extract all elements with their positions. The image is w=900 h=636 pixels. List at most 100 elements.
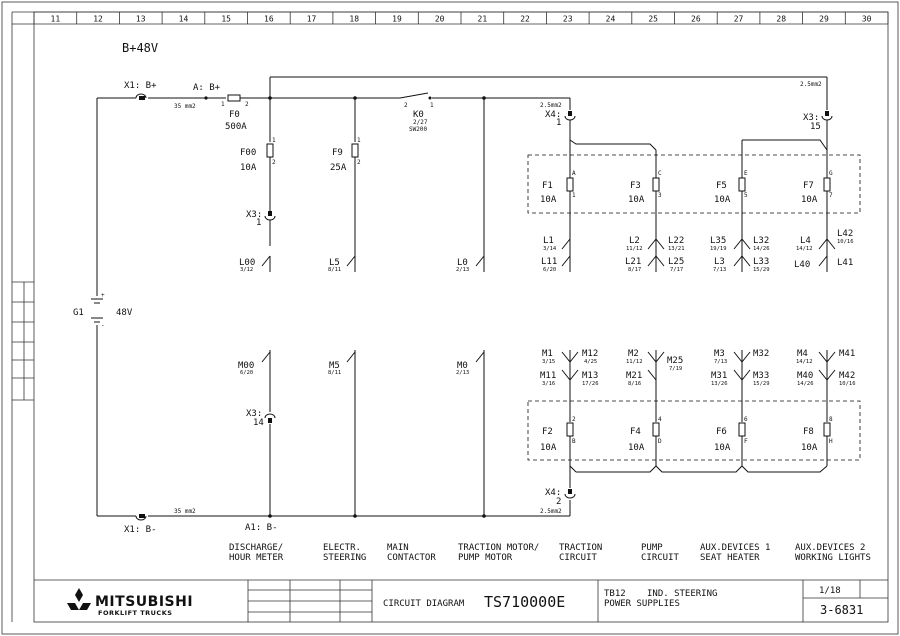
connector-x4-2: X4: 2	[545, 488, 576, 507]
fuse-f0-rating: 500A	[225, 122, 247, 132]
sheet-number: 1/18	[819, 586, 841, 596]
connector-l1: L1	[543, 236, 554, 246]
connector-l0: L0	[457, 258, 468, 268]
svg-text:7/13: 7/13	[714, 359, 727, 365]
svg-text:14: 14	[253, 418, 264, 428]
column-number: 14	[179, 15, 189, 24]
connector-m11: M11	[540, 371, 556, 381]
svg-text:2/27: 2/27	[413, 119, 428, 126]
svg-text:4/25: 4/25	[584, 359, 597, 365]
battery-g1-label: G1	[73, 308, 84, 318]
svg-text:FORKLIFT TRUCKS: FORKLIFT TRUCKS	[98, 609, 172, 617]
svg-text:B: B	[572, 438, 576, 445]
fuse-f1-rating: 10A	[540, 195, 557, 205]
branch-main-contactor	[475, 98, 485, 516]
fuse-f3-label: F3	[630, 181, 641, 191]
three-diamonds-icon	[67, 588, 91, 610]
svg-text:SW200: SW200	[409, 126, 427, 133]
svg-text:3: 3	[658, 192, 662, 199]
column-number: 12	[93, 15, 103, 24]
svg-text:-: -	[101, 322, 105, 329]
svg-text:2: 2	[572, 416, 576, 423]
connector-m21: M21	[626, 371, 642, 381]
svg-text:11/12: 11/12	[626, 359, 643, 365]
connector-l41: L41	[837, 258, 853, 268]
connector-l11: L11	[541, 257, 557, 267]
svg-text:F: F	[744, 438, 748, 445]
svg-text:14/12: 14/12	[796, 246, 813, 252]
wire-size-x4-top: 2.5mm2	[540, 102, 562, 109]
svg-text:15/29: 15/29	[753, 267, 770, 273]
supply-label: B+48V	[122, 41, 158, 55]
svg-text:1: 1	[430, 102, 434, 109]
svg-text:HOUR METER: HOUR METER	[229, 553, 284, 563]
top-bus	[97, 76, 828, 110]
connector-m5: M5	[329, 361, 340, 371]
connector-l00: L00	[239, 258, 255, 268]
branch-discharge	[261, 98, 276, 516]
connector-l3: L3	[714, 257, 725, 267]
svg-text:2: 2	[272, 159, 276, 166]
battery-voltage: 48V	[116, 308, 133, 318]
fuse-f8-label: F8	[803, 427, 814, 437]
connector-m1: M1	[542, 349, 553, 359]
connector-m0: M0	[457, 361, 468, 371]
svg-text:2: 2	[404, 102, 408, 109]
column-number: 26	[691, 15, 701, 24]
svg-text:MITSUBISHI: MITSUBISHI	[95, 594, 193, 610]
fuse-f00-label: F00	[240, 148, 256, 158]
connector-m00: M00	[238, 361, 254, 371]
svg-text:PUMP MOTOR: PUMP MOTOR	[458, 553, 513, 563]
svg-text:7/19: 7/19	[669, 366, 682, 372]
page-number: 3-6831	[820, 603, 863, 617]
svg-text:14/26: 14/26	[753, 246, 770, 252]
svg-text:CIRCUIT: CIRCUIT	[559, 553, 598, 563]
terminal-x1-minus: X1: B-	[124, 525, 157, 535]
svg-text:2: 2	[357, 159, 361, 166]
connector-m41: M41	[839, 349, 855, 359]
fuse-f4-label: F4	[630, 427, 641, 437]
section-captions: DISCHARGE/ HOUR METER ELECTR. STEERING M…	[229, 543, 871, 563]
fuse-f0-label: F0	[229, 110, 240, 120]
svg-text:1: 1	[572, 192, 576, 199]
svg-text:14/26: 14/26	[797, 381, 814, 387]
svg-text:+: +	[101, 292, 105, 299]
svg-text:1: 1	[357, 137, 361, 144]
connector-m40: M40	[797, 371, 813, 381]
column-number: 18	[349, 15, 359, 24]
caption-aux2: AUX.DEVICES 2	[795, 543, 865, 553]
svg-text:2: 2	[556, 497, 561, 507]
caption-steering: ELECTR.	[323, 543, 361, 553]
svg-text:6/20: 6/20	[240, 370, 253, 376]
connector-m33: M33	[753, 371, 769, 381]
svg-text:15: 15	[810, 122, 821, 132]
fuse-box-top-fuses	[566, 177, 831, 272]
svg-text:X1: B+: X1: B+	[124, 81, 157, 91]
lower-right-verticals	[561, 350, 836, 422]
connector-x3-15: X3: 15	[803, 111, 833, 150]
connector-l40: L40	[794, 260, 810, 270]
fuse-f7-label: F7	[803, 181, 814, 191]
svg-text:13/26: 13/26	[711, 381, 728, 387]
column-number: 24	[606, 15, 616, 24]
svg-text:C: C	[658, 170, 662, 177]
fuse-f0-symbol	[227, 94, 241, 102]
svg-text:D: D	[658, 438, 662, 445]
connector-x4-1: X4: 1	[545, 110, 576, 140]
top-distribution-wires	[569, 139, 828, 178]
caption-motor: TRACTION MOTOR/	[458, 543, 539, 553]
svg-text:WORKING LIGHTS: WORKING LIGHTS	[795, 553, 871, 563]
fuse-f2-label: F2	[542, 427, 553, 437]
column-number: 29	[819, 15, 829, 24]
column-number: 13	[136, 15, 146, 24]
fuse-f6-label: F6	[716, 427, 727, 437]
svg-text:CONTACTOR: CONTACTOR	[387, 553, 436, 563]
svg-text:8/11: 8/11	[328, 267, 341, 273]
connector-x3-14: X3:	[246, 409, 262, 419]
svg-text:8: 8	[829, 416, 833, 423]
diagram-code: TS710000E	[484, 593, 565, 611]
svg-text:8/11: 8/11	[328, 370, 341, 376]
connector-m42: M42	[839, 371, 855, 381]
wire-size-x4-bottom: 2.5mm2	[540, 508, 562, 515]
